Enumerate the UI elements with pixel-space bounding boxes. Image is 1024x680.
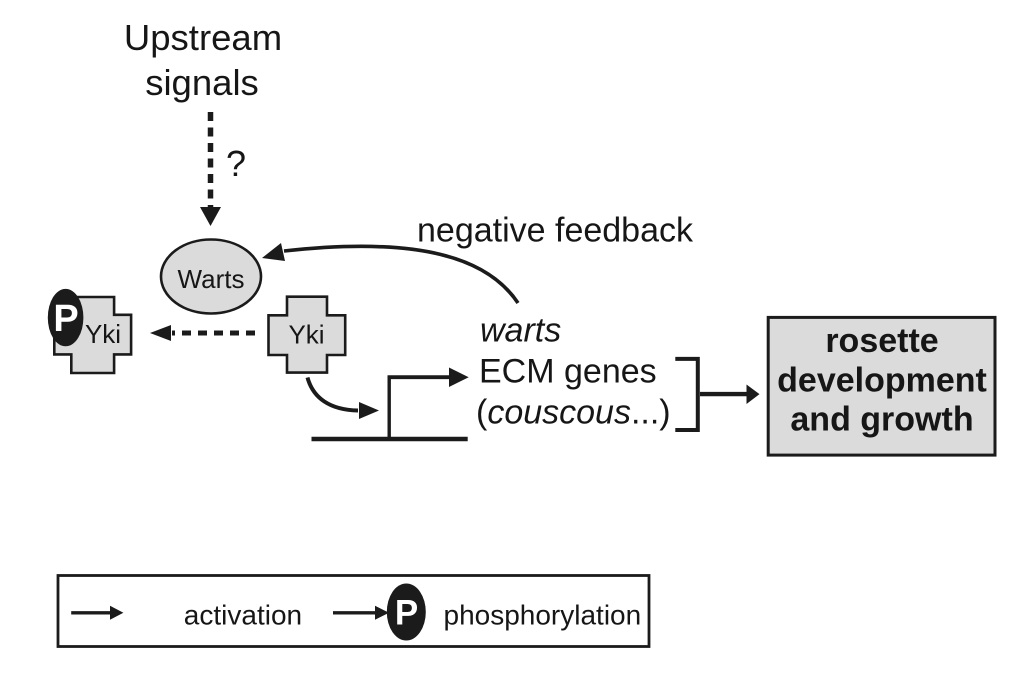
svg-text:warts: warts xyxy=(480,312,561,350)
svg-text:Yki: Yki xyxy=(85,319,121,349)
svg-text:Upstream: Upstream xyxy=(124,17,282,58)
svg-text:negative feedback: negative feedback xyxy=(417,212,694,250)
svg-text:Warts: Warts xyxy=(178,264,245,294)
svg-text:signals: signals xyxy=(145,62,259,103)
svg-text:rosette: rosette xyxy=(825,322,938,360)
svg-text:and growth: and growth xyxy=(790,400,973,438)
svg-text:phosphorylation: phosphorylation xyxy=(444,600,642,631)
svg-text:?: ? xyxy=(226,143,246,184)
svg-text:P: P xyxy=(395,594,418,633)
svg-text:ECM genes: ECM genes xyxy=(479,353,657,391)
svg-text:Yki: Yki xyxy=(288,320,324,350)
svg-text:(couscous...): (couscous...) xyxy=(476,394,671,432)
svg-text:development: development xyxy=(777,361,987,399)
svg-text:P: P xyxy=(53,298,78,340)
svg-text:activation: activation xyxy=(184,600,302,631)
